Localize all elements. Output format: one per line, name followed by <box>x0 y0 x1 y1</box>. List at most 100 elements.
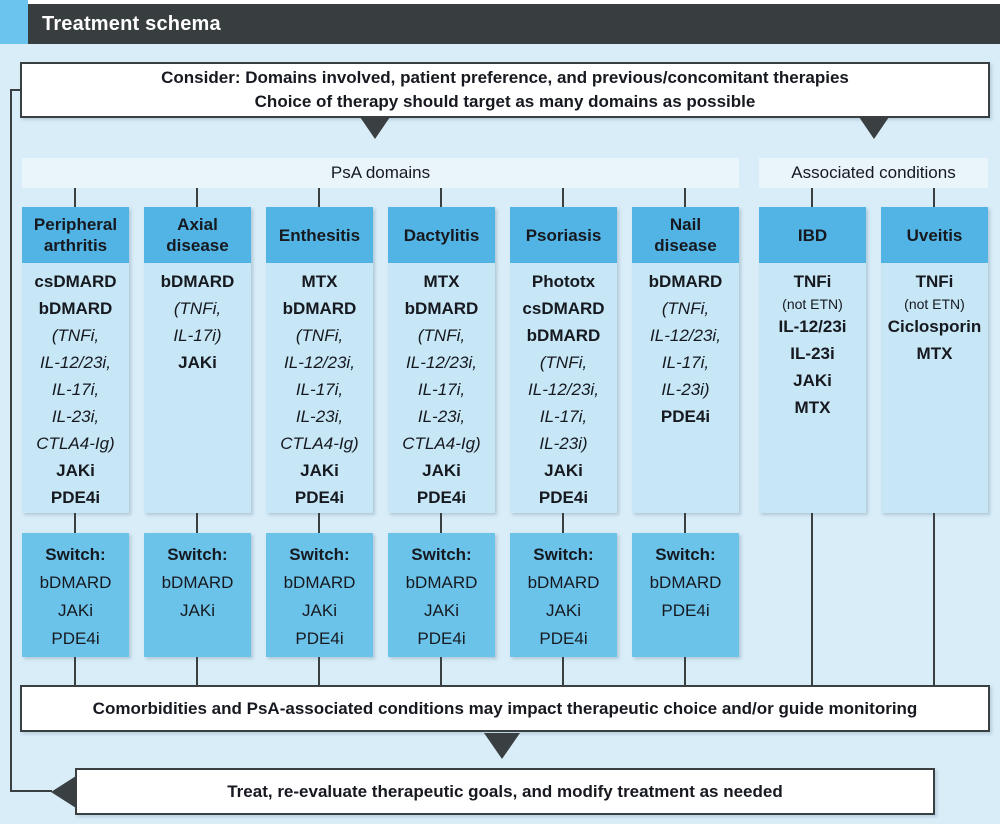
treatment-line: CTLA4-Ig) <box>280 434 359 453</box>
switch-box-axial-disease: Switch: bDMARD JAKi <box>144 533 251 657</box>
column-header-label: Uveitis <box>906 225 963 245</box>
treatment-line: IL-17i, <box>417 380 466 399</box>
treatment-line: csDMARD <box>34 272 117 291</box>
treatment-line: (TNFi, <box>417 326 466 345</box>
column-header-label: IBD <box>797 225 828 245</box>
connector-bottom-enthesitis <box>318 657 320 685</box>
treatment-line: PDE4i <box>660 407 711 426</box>
switch-item: PDE4i <box>51 629 100 648</box>
connector-bottom-peripheral-arthritis <box>74 657 76 685</box>
section-label-psa-domains: PsA domains <box>330 163 431 182</box>
switch-label: Switch: <box>411 545 472 564</box>
connector-mid-enthesitis <box>318 513 320 533</box>
treatment-line: IL-17i, <box>295 380 344 399</box>
column-header-label: Dactylitis <box>403 225 480 245</box>
connector-top-axial-disease <box>196 188 198 207</box>
column-treatments-nail-disease: bDMARD(TNFi,IL-12/23i,IL-17i,IL-23i)PDE4… <box>632 263 739 513</box>
switch-item: PDE4i <box>661 601 710 620</box>
treatment-line: bDMARD <box>404 299 479 318</box>
treatment-line: (not ETN) <box>782 296 843 312</box>
down-arrow-psa-domains-icon <box>360 117 390 139</box>
switch-label: Switch: <box>167 545 228 564</box>
comorbidities-box: Comorbidities and PsA-associated conditi… <box>20 685 990 732</box>
treatment-line: IL-23i <box>790 344 835 363</box>
treatment-line: IL-12/23i, <box>406 353 477 372</box>
connector-top-nail-disease <box>684 188 686 207</box>
treatment-line: IL-12/23i <box>778 317 847 336</box>
treat-box: Treat, re-evaluate therapeutic goals, an… <box>75 768 935 815</box>
treatment-line: IL-23i, <box>417 407 466 426</box>
connector-mid-peripheral-arthritis <box>74 513 76 533</box>
consider-box: Consider: Domains involved, patient pref… <box>20 62 990 118</box>
column-header-ibd: IBD <box>759 207 866 263</box>
connector-bottom-psoriasis <box>562 657 564 685</box>
switch-label: Switch: <box>45 545 106 564</box>
column-header-enthesitis: Enthesitis <box>266 207 373 263</box>
switch-item: JAKi <box>58 601 93 620</box>
connector-bottom-dactylitis <box>440 657 442 685</box>
column-header-label: Psoriasis <box>525 225 602 245</box>
title-bar: Treatment schema <box>28 4 1000 44</box>
connector-mid-nail-disease <box>684 513 686 533</box>
treatment-line: Phototx <box>531 272 596 291</box>
treatment-line: bDMARD <box>160 272 235 291</box>
treatment-line: CTLA4-Ig) <box>402 434 481 453</box>
treatment-line: MTX <box>916 344 953 363</box>
treatment-line: MTX <box>301 272 338 291</box>
treatment-line: IL-12/23i, <box>528 380 599 399</box>
treatment-line: JAKi <box>56 461 95 480</box>
treatment-line: JAKi <box>300 461 339 480</box>
treatment-line: IL-17i, <box>51 380 100 399</box>
treatment-line: (TNFi, <box>539 353 588 372</box>
connector-bottom-nail-disease <box>684 657 686 685</box>
treatment-line: JAKi <box>422 461 461 480</box>
title-accent-square <box>0 0 28 44</box>
treatment-line: (TNFi, <box>51 326 100 345</box>
consider-line-2: Choice of therapy should target as many … <box>254 92 756 111</box>
treatment-line: IL-12/23i, <box>650 326 721 345</box>
switch-item: bDMARD <box>161 573 234 592</box>
switch-label: Switch: <box>533 545 594 564</box>
treatment-line: bDMARD <box>526 326 601 345</box>
treatment-line: IL-23i, <box>51 407 100 426</box>
switch-item: bDMARD <box>283 573 356 592</box>
treatment-line: IL-23i) <box>661 380 710 399</box>
treatment-line: TNFi <box>915 272 954 291</box>
feedback-line-bottom <box>10 790 52 792</box>
switch-label: Switch: <box>655 545 716 564</box>
feedback-line-vertical <box>10 89 12 792</box>
switch-item: bDMARD <box>649 573 722 592</box>
switch-item: JAKi <box>302 601 337 620</box>
treatment-line: JAKi <box>544 461 583 480</box>
connector-mid-psoriasis <box>562 513 564 533</box>
column-header-dactylitis: Dactylitis <box>388 207 495 263</box>
treatment-line: PDE4i <box>416 488 467 507</box>
treatment-line: IL-23i) <box>539 434 588 453</box>
switch-item: PDE4i <box>417 629 466 648</box>
down-arrow-treat-icon <box>484 733 520 759</box>
treatment-line: bDMARD <box>648 272 723 291</box>
treatment-line: JAKi <box>178 353 217 372</box>
treatment-line: IL-12/23i, <box>40 353 111 372</box>
switch-item: bDMARD <box>527 573 600 592</box>
treat-text: Treat, re-evaluate therapeutic goals, an… <box>227 781 783 801</box>
connector-long-ibd <box>811 513 813 685</box>
treatment-line: (TNFi, <box>173 299 222 318</box>
page-title: Treatment schema <box>42 12 221 35</box>
feedback-arrowhead-icon <box>51 776 76 808</box>
comorbidities-text: Comorbidities and PsA-associated conditi… <box>92 698 918 718</box>
column-header-nail-disease: Nail disease <box>632 207 739 263</box>
switch-item: bDMARD <box>39 573 112 592</box>
connector-top-peripheral-arthritis <box>74 188 76 207</box>
treatment-line: csDMARD <box>522 299 605 318</box>
switch-item: JAKi <box>180 601 215 620</box>
switch-item: PDE4i <box>539 629 588 648</box>
treatment-line: bDMARD <box>282 299 357 318</box>
treatment-line: MTX <box>794 398 831 417</box>
